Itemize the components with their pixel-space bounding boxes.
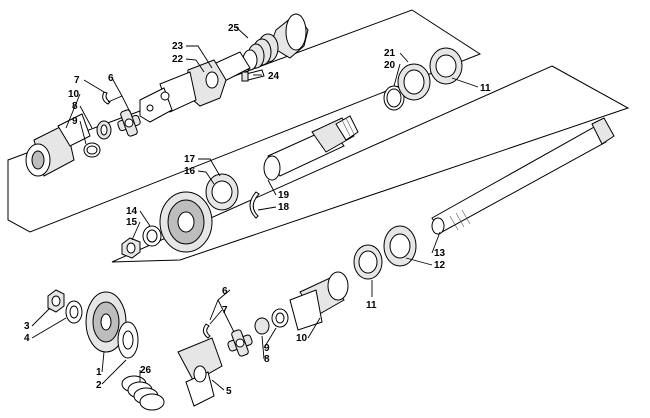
part-8-9-seal-washer <box>83 120 112 158</box>
part-10-yoke-lower <box>289 271 349 331</box>
part-24-bolt <box>241 69 265 82</box>
callout-3: 3 <box>24 321 30 332</box>
callout-10-lower: 10 <box>296 333 308 344</box>
part-2-washer <box>117 321 139 359</box>
callout-16: 16 <box>184 166 196 177</box>
part-25-boot <box>242 13 309 71</box>
part-19-pinion-shaft <box>263 115 359 181</box>
part-18-circlip <box>249 191 260 219</box>
callout-21: 21 <box>384 48 396 59</box>
callout-18: 18 <box>278 202 290 213</box>
callout-11-lower: 11 <box>366 300 377 311</box>
callout-26: 26 <box>140 365 152 376</box>
leader-lines <box>31 26 479 391</box>
callout-19: 19 <box>278 190 290 201</box>
callout-1: 1 <box>96 367 102 378</box>
part-1-bevel-gear <box>85 291 127 353</box>
callout-14: 14 <box>126 206 138 217</box>
part-11-bearing-top <box>429 47 463 85</box>
callout-15: 15 <box>126 217 138 228</box>
callout-22: 22 <box>172 54 184 65</box>
callout-17: 17 <box>184 154 196 165</box>
part-7-circlip-lower <box>202 323 211 339</box>
callout-4: 4 <box>24 333 30 344</box>
middle-assembly-frame <box>111 65 630 263</box>
part-12-bearing <box>383 225 417 267</box>
callout-20: 20 <box>384 60 396 71</box>
callout-13: 13 <box>434 248 446 259</box>
callout-11-top: 11 <box>480 83 491 94</box>
callout-2: 2 <box>96 380 102 391</box>
part-11-bearing-lower <box>353 244 383 280</box>
part-26-spring <box>121 375 165 411</box>
callout-9-lower: 9 <box>264 343 270 354</box>
callout-7-lower: 7 <box>222 305 228 316</box>
part-20-21-bearing <box>383 63 431 111</box>
callout-8-top: 8 <box>72 101 78 112</box>
callout-9-top: 9 <box>72 116 78 127</box>
callout-10-top: 10 <box>68 89 80 100</box>
part-5-yoke <box>177 337 223 407</box>
part-7-circlip <box>102 91 111 105</box>
callout-24: 24 <box>268 71 280 82</box>
part-3-4-nut-washer <box>47 289 83 324</box>
callout-6-lower: 6 <box>222 286 228 297</box>
callout-8-lower: 8 <box>264 354 270 365</box>
callout-6-top: 6 <box>108 73 114 84</box>
part-16-17-bearing <box>205 173 239 211</box>
callout-25: 25 <box>228 23 240 34</box>
part-8-9-seal-washer-lower <box>254 308 289 335</box>
part-6-universal-cross-lower <box>227 329 253 357</box>
callout-23: 23 <box>172 41 184 52</box>
part-13-long-shaft <box>431 117 615 235</box>
callout-12: 12 <box>434 260 446 271</box>
callout-7-top: 7 <box>74 75 80 86</box>
part-10-yoke <box>25 113 91 177</box>
part-22-23-shaft-yoke <box>139 51 251 123</box>
part-14-15-bevel-gear <box>121 191 213 259</box>
part-6-universal-cross <box>117 109 141 137</box>
callout-5: 5 <box>226 386 232 397</box>
